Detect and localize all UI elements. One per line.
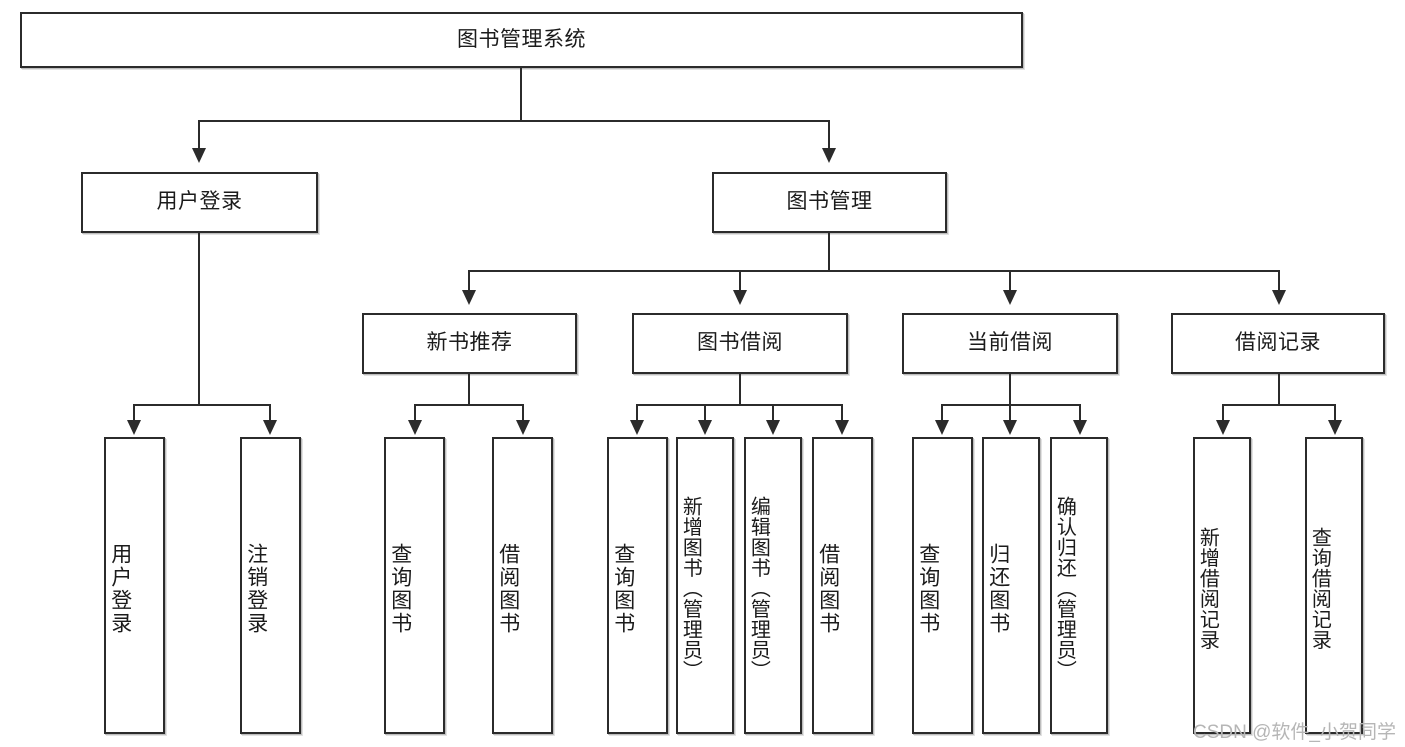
node-borrow-records[interactable]: 借阅记录 — [1171, 313, 1385, 374]
arrow-leaf-add-book — [698, 420, 712, 435]
edge-bb-drop-1 — [636, 404, 638, 422]
edge-root-stem — [520, 68, 522, 120]
edge-bb-drop-4 — [841, 404, 843, 422]
edge-br-drop-1 — [1222, 404, 1224, 422]
node-current-borrow[interactable]: 当前借阅 — [902, 313, 1118, 374]
leaf-query-borrow-record[interactable]: 查询借阅记录 — [1305, 437, 1363, 734]
arrow-leaf-add-record — [1216, 420, 1230, 435]
edge-cb-drop-3 — [1079, 404, 1081, 422]
leaf-query-book-a[interactable]: 查询图书 — [384, 437, 445, 734]
leaf-query-book-c[interactable]: 查询图书 — [912, 437, 973, 734]
edge-root-to-book-mgmt — [828, 120, 830, 150]
arrow-to-user-login — [192, 148, 206, 163]
edge-book-mgmt-bus — [468, 270, 1280, 272]
leaf-user-login[interactable]: 用户登录 — [104, 437, 165, 734]
edge-book-borrow-stem — [739, 374, 741, 404]
node-user-login[interactable]: 用户登录 — [81, 172, 318, 233]
edge-borrow-records-stem — [1278, 374, 1280, 404]
node-label: 确认归还（管理员） — [1053, 496, 1076, 681]
edge-user-login-stem — [198, 233, 200, 406]
arrow-to-book-mgmt — [822, 148, 836, 163]
csdn-watermark: CSDN @软件_小贺同学 — [1193, 722, 1396, 743]
node-label: 用户登录 — [156, 190, 243, 214]
node-label: 图书借阅 — [697, 331, 783, 355]
leaf-confirm-return-admin[interactable]: 确认归还（管理员） — [1050, 437, 1108, 734]
node-label: 图书管理 — [786, 190, 873, 214]
edge-current-borrow-stem — [1009, 374, 1011, 404]
edge-bb-drop-3 — [772, 404, 774, 422]
arrow-leaf-borrow-book-a — [516, 420, 530, 435]
arrow-leaf-logout — [263, 420, 277, 435]
node-root-system[interactable]: 图书管理系统 — [20, 12, 1023, 68]
node-label: 借阅图书 — [816, 542, 840, 635]
edge-new-book-rec-stem — [468, 374, 470, 404]
edge-new-book-rec-bus — [414, 404, 524, 406]
edge-user-login-bus — [133, 404, 270, 406]
leaf-add-borrow-record[interactable]: 新增借阅记录 — [1193, 437, 1251, 734]
arrow-leaf-confirm-return — [1073, 420, 1087, 435]
edge-nbr-drop-1 — [414, 404, 416, 422]
node-book-management[interactable]: 图书管理 — [712, 172, 947, 233]
edge-borrow-records-bus — [1222, 404, 1336, 406]
edge-user-login-drop-1 — [133, 404, 135, 422]
arrow-to-new-book-rec — [462, 290, 476, 305]
node-label: 归还图书 — [986, 542, 1010, 635]
node-label: 新增图书（管理员） — [679, 496, 702, 681]
node-label: 用户登录 — [108, 542, 132, 635]
arrow-leaf-user-login — [127, 420, 141, 435]
leaf-logout[interactable]: 注销登录 — [240, 437, 301, 734]
edge-br-drop-2 — [1334, 404, 1336, 422]
leaf-edit-book-admin[interactable]: 编辑图书（管理员） — [744, 437, 802, 734]
node-label: 编辑图书（管理员） — [747, 496, 770, 681]
edge-book-mgmt-drop-4 — [1278, 270, 1280, 292]
node-label: 注销登录 — [244, 542, 268, 635]
node-label: 查询借阅记录 — [1308, 527, 1331, 650]
node-book-borrow[interactable]: 图书借阅 — [632, 313, 848, 374]
leaf-return-book[interactable]: 归还图书 — [982, 437, 1040, 734]
node-label: 新书推荐 — [426, 331, 513, 355]
edge-root-to-user-login — [198, 120, 200, 150]
edge-root-bus — [198, 120, 830, 122]
edge-book-mgmt-drop-2 — [739, 270, 741, 292]
leaf-add-book-admin[interactable]: 新增图书（管理员） — [676, 437, 734, 734]
arrow-leaf-query-book-b — [630, 420, 644, 435]
leaf-borrow-book-a[interactable]: 借阅图书 — [492, 437, 553, 734]
arrow-to-current-borrow — [1003, 290, 1017, 305]
edge-nbr-drop-2 — [522, 404, 524, 422]
edge-user-login-drop-2 — [269, 404, 271, 422]
node-label: 查询图书 — [611, 542, 635, 635]
edge-book-mgmt-stem — [828, 233, 830, 271]
node-label: 查询图书 — [388, 542, 412, 635]
node-label: 借阅图书 — [496, 542, 520, 635]
edge-bb-drop-2 — [704, 404, 706, 422]
arrow-leaf-query-book-a — [408, 420, 422, 435]
arrow-leaf-query-book-c — [935, 420, 949, 435]
arrow-leaf-query-record — [1328, 420, 1342, 435]
leaf-query-book-b[interactable]: 查询图书 — [607, 437, 668, 734]
node-label: 借阅记录 — [1235, 331, 1321, 355]
arrow-leaf-borrow-book-b — [835, 420, 849, 435]
edge-cb-drop-2 — [1009, 404, 1011, 422]
node-new-book-recommend[interactable]: 新书推荐 — [362, 313, 577, 374]
arrow-leaf-edit-book — [766, 420, 780, 435]
node-label: 新增借阅记录 — [1196, 527, 1219, 650]
arrow-to-book-borrow — [733, 290, 747, 305]
edge-current-borrow-bus — [941, 404, 1081, 406]
edge-cb-drop-1 — [941, 404, 943, 422]
node-label: 图书管理系统 — [457, 27, 586, 51]
node-label: 查询图书 — [916, 542, 940, 635]
arrow-to-borrow-records — [1272, 290, 1286, 305]
edge-book-mgmt-drop-3 — [1009, 270, 1011, 292]
edge-book-borrow-bus — [636, 404, 843, 406]
arrow-leaf-return-book — [1003, 420, 1017, 435]
node-label: 当前借阅 — [967, 331, 1053, 355]
edge-book-mgmt-drop-1 — [468, 270, 470, 292]
leaf-borrow-book-b[interactable]: 借阅图书 — [812, 437, 873, 734]
